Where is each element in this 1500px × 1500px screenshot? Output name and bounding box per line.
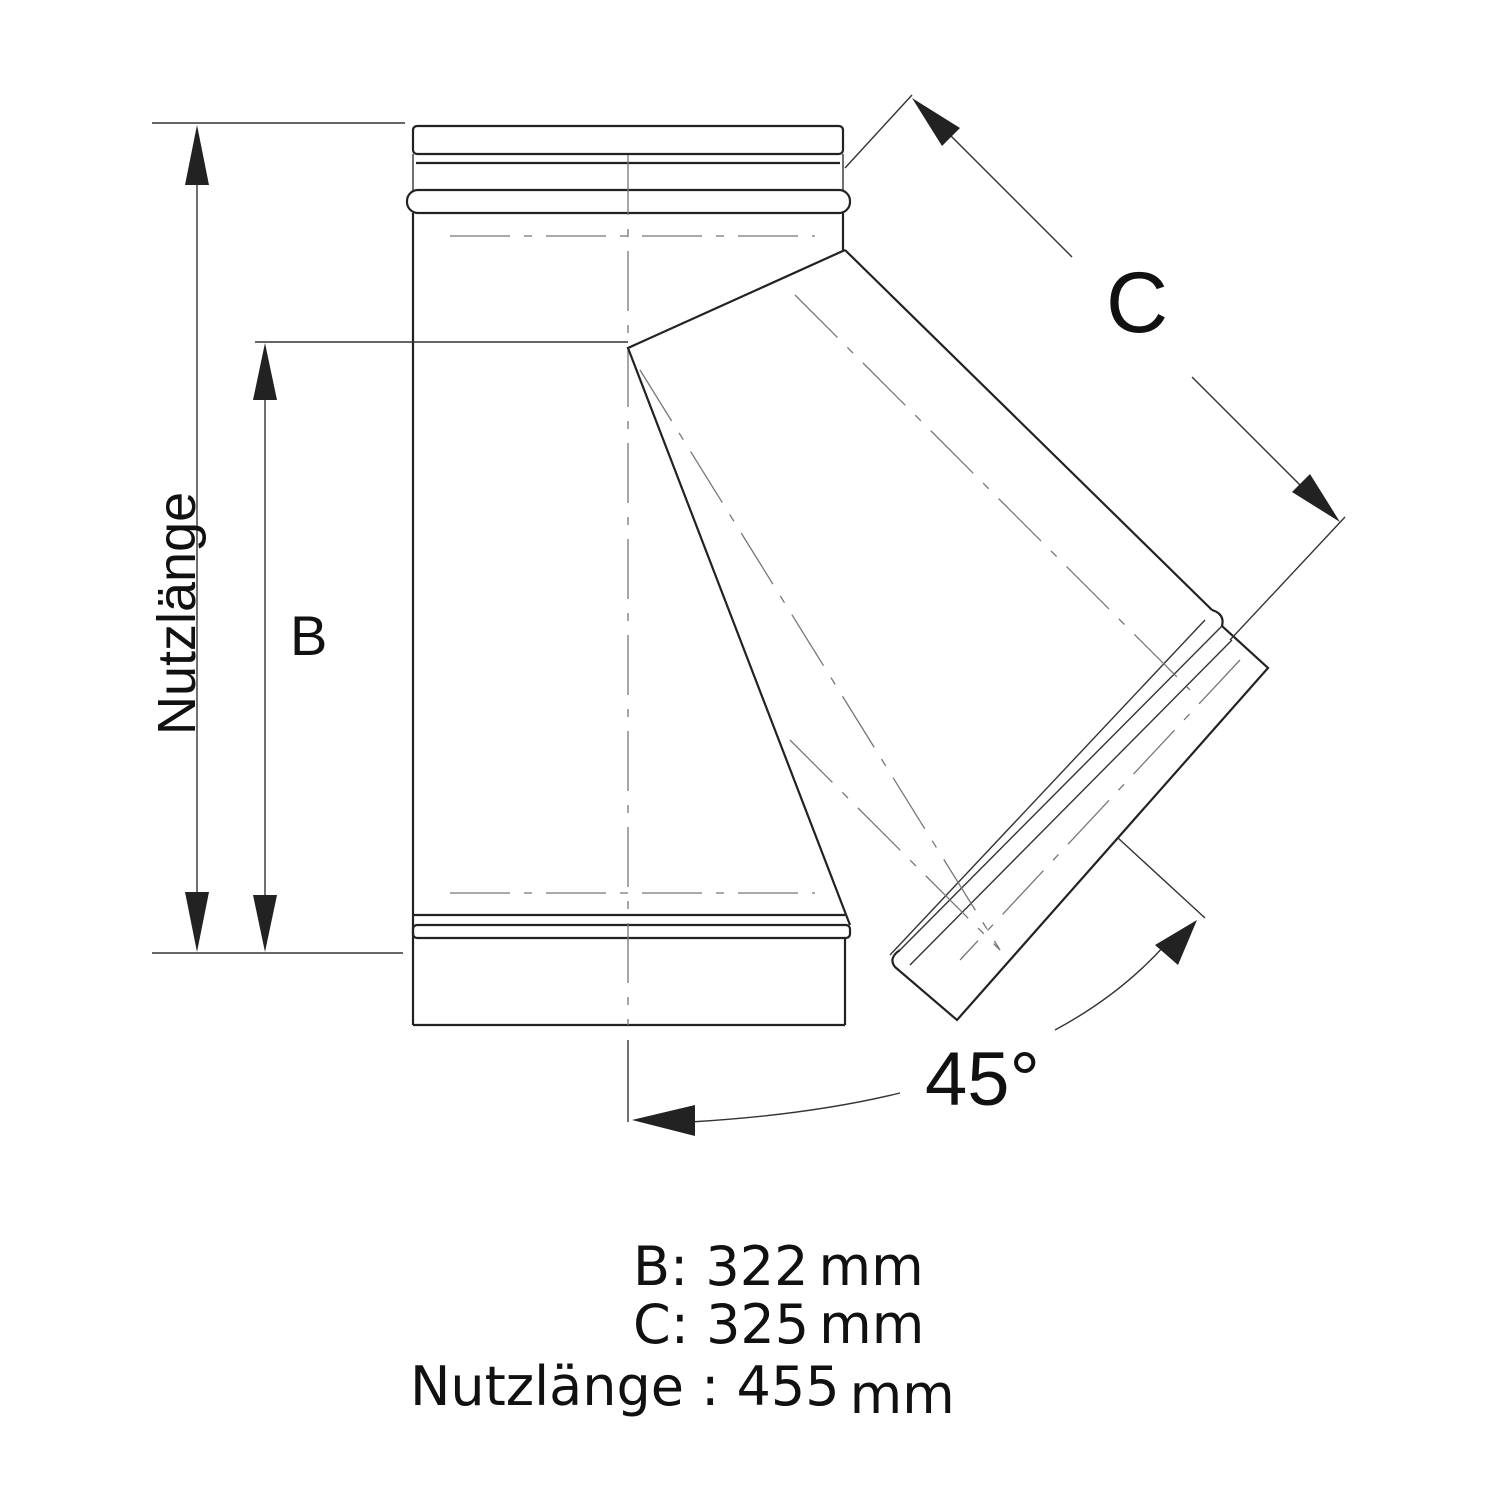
legend-b-key: B: bbox=[633, 1235, 689, 1298]
nutzlaenge-label: Nutzlänge bbox=[147, 492, 207, 735]
legend-b-unit: mm bbox=[818, 1235, 924, 1298]
legend-c-key: C: bbox=[633, 1293, 689, 1356]
c-label: C bbox=[1106, 255, 1168, 351]
branch-pipe bbox=[626, 248, 1270, 1022]
legend-nutzlaenge-key: Nutzlänge : bbox=[410, 1355, 720, 1418]
legend-nutzlaenge-unit: mm bbox=[849, 1363, 955, 1426]
legend-c-unit: mm bbox=[819, 1293, 925, 1356]
angle-label: 45° bbox=[925, 1037, 1040, 1122]
dimension-lines bbox=[152, 94, 1346, 1136]
legend-nutzlaenge-value: 455 bbox=[736, 1355, 840, 1418]
main-pipe bbox=[405, 124, 852, 1027]
legend-b-value: 322 bbox=[705, 1235, 809, 1298]
b-label: B bbox=[290, 604, 327, 667]
legend-c-value: 325 bbox=[706, 1293, 810, 1356]
